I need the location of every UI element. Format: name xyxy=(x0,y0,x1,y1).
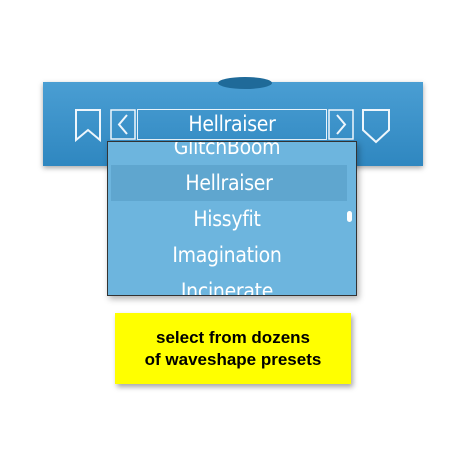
caption-line-2: of waveshape presets xyxy=(144,349,322,369)
save-preset-button[interactable] xyxy=(361,108,391,144)
shield-icon xyxy=(362,109,390,144)
preset-dropdown[interactable]: GlitchBoom Hellraiser Hissyfit Imaginati… xyxy=(107,141,357,296)
chevron-right-icon xyxy=(328,109,354,140)
bookmark-icon[interactable] xyxy=(74,108,102,142)
prev-preset-button[interactable] xyxy=(110,109,136,140)
dropdown-item[interactable]: GlitchBoom xyxy=(173,141,281,159)
scroll-thumb[interactable] xyxy=(347,211,352,222)
dropdown-item-selected[interactable]: Hellraiser xyxy=(111,165,347,201)
next-preset-button[interactable] xyxy=(328,109,354,140)
dropdown-item[interactable]: Incinerate xyxy=(180,279,274,296)
dropdown-item[interactable]: Hissyfit xyxy=(193,207,261,231)
toolbar-knob-edge xyxy=(218,77,272,89)
chevron-left-icon xyxy=(110,109,136,140)
caption-line-1: select from dozens xyxy=(156,327,310,347)
dropdown-item[interactable]: Imagination xyxy=(172,243,282,267)
preset-name-display[interactable]: Hellraiser xyxy=(137,109,327,140)
caption-callout: select from dozens of waveshape presets xyxy=(115,313,351,384)
